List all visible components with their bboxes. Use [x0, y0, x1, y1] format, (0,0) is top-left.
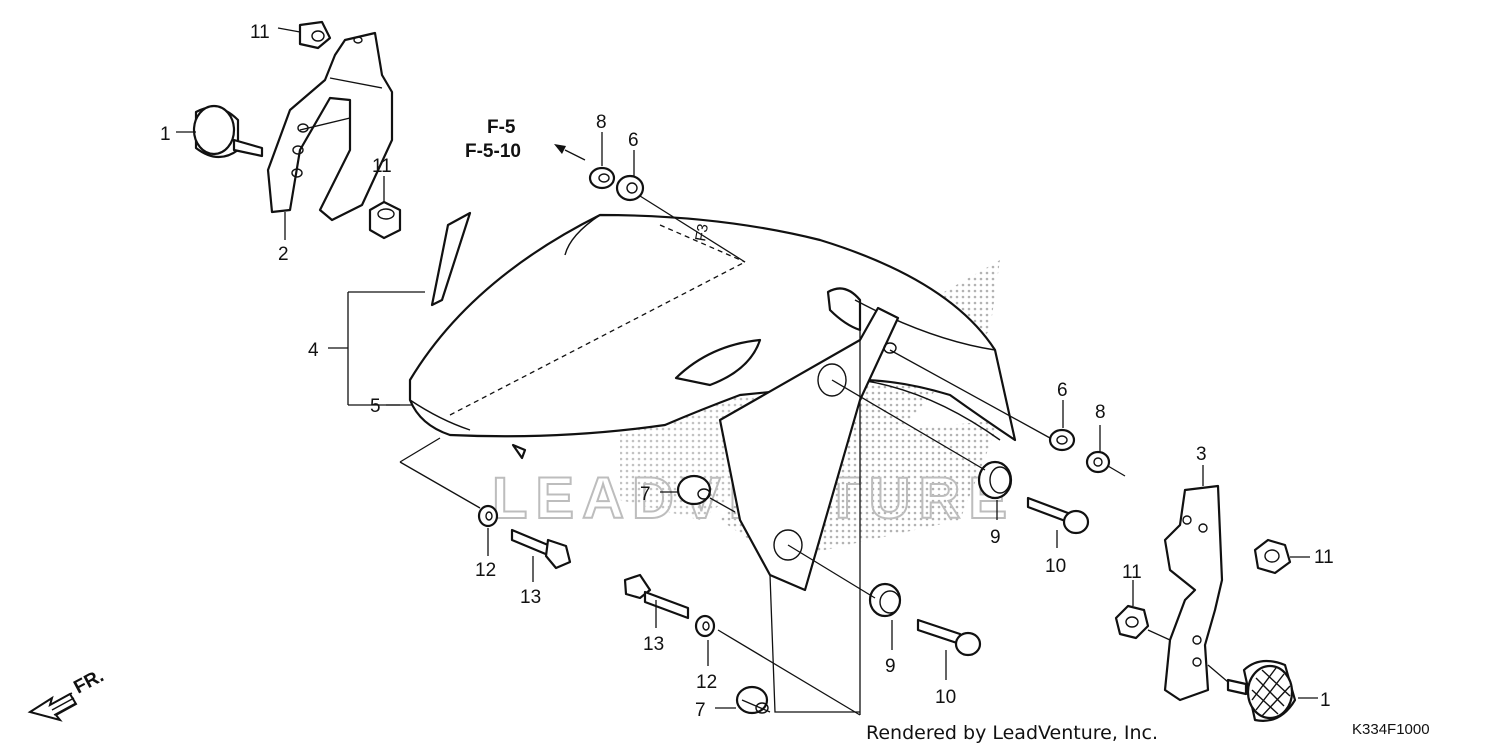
- collar-6-top: [615, 174, 645, 202]
- reference-arrowhead: [554, 144, 566, 154]
- credit-text: Rendered by LeadVenture, Inc.: [866, 722, 1158, 744]
- callout-8-top: 8: [596, 112, 607, 133]
- callout-10-lower: 10: [935, 687, 956, 708]
- callout-13-lower: 13: [643, 634, 664, 655]
- callout-9-lower: 9: [885, 656, 896, 677]
- washer-12-left: [477, 504, 499, 528]
- reference-arrow-icon: [564, 149, 586, 161]
- reference-block: F-5 F-5-10: [465, 117, 586, 162]
- leader-lines: [176, 27, 1318, 716]
- collar-7-bottom: [735, 685, 769, 715]
- washer-8-right: [1085, 450, 1111, 474]
- callout-10-upper: 10: [1045, 556, 1066, 577]
- bolt-13-left: [510, 528, 572, 570]
- bolt-10-lower: [916, 618, 982, 657]
- callout-1-left: 1: [160, 124, 171, 145]
- callout-11-rightbracket: 11: [1122, 562, 1142, 583]
- emblem-4: [430, 211, 472, 307]
- bracket-2: [266, 31, 394, 222]
- callout-1-right: 1: [1320, 690, 1331, 711]
- rubber-mount-1-left: [192, 104, 264, 159]
- callout-6-top: 6: [628, 130, 639, 151]
- callout-7-bottom: 7: [695, 700, 706, 721]
- rubber-mount-1-right: [1226, 659, 1297, 722]
- callout-11-topleft: 11: [250, 22, 270, 43]
- callout-3: 3: [1196, 444, 1207, 465]
- callout-4: 4: [308, 340, 319, 361]
- callout-11-right: 11: [1314, 547, 1334, 568]
- callout-12-left: 12: [475, 560, 496, 581]
- callout-2: 2: [278, 244, 289, 265]
- callout-8-right: 8: [1095, 402, 1106, 423]
- front-direction: FR.: [27, 666, 107, 722]
- bolt-13-lower: [623, 573, 690, 620]
- flange-nut-11-top: [298, 20, 332, 50]
- callout-6-right: 6: [1057, 380, 1068, 401]
- washer-12-lower: [694, 614, 716, 638]
- reference-f5: F-5: [487, 117, 516, 138]
- grommet-9-upper: [977, 460, 1013, 500]
- flange-nut-11-right: [1253, 538, 1292, 575]
- grommet-9-lower: [868, 582, 902, 618]
- callouts: 1 1 2 3 4 5 6 6 7 7 8 8 9 9 10 10 11 11 …: [160, 22, 1334, 721]
- callout-7-mid: 7: [640, 484, 651, 505]
- collar-6-right: [1048, 428, 1076, 452]
- flange-nut-11-left: [368, 200, 402, 240]
- reference-f5-10: F-5-10: [465, 141, 521, 162]
- callout-9-upper: 9: [990, 527, 1001, 548]
- callout-11-leftbracket: 11: [372, 156, 392, 177]
- washer-8-top: [588, 166, 616, 190]
- direction-label: FR.: [70, 666, 107, 699]
- callout-12-lower: 12: [696, 672, 717, 693]
- bolt-10-upper: [1026, 496, 1090, 535]
- diagram-code: K334F1000: [1352, 721, 1430, 738]
- callout-13-left: 13: [520, 587, 541, 608]
- collar-7-mid: [676, 474, 712, 506]
- callout-5: 5: [370, 396, 381, 417]
- flange-nut-11-bracket: [1114, 604, 1150, 640]
- bracket-3: [1163, 484, 1224, 702]
